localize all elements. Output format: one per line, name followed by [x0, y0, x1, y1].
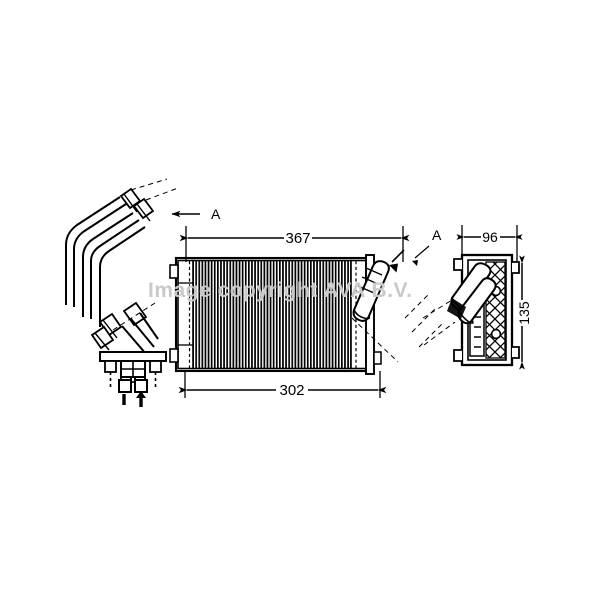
- pipe-diag-1a: [121, 325, 147, 355]
- corner-direction-arrow: [389, 249, 405, 273]
- left-tank-tab-top: [169, 264, 179, 279]
- front-view: [169, 254, 445, 375]
- side-view-section-a: [422, 253, 520, 367]
- pipe-upper-centerlines: [130, 178, 179, 201]
- side-ear-top-left: [453, 258, 462, 271]
- dimension-367: 367: [179, 226, 410, 262]
- dimension-302-label: 302: [279, 382, 304, 399]
- mounting-flange-plate: [99, 351, 167, 362]
- pipe-diag-1b: [130, 318, 155, 348]
- dimension-135: 135: [516, 255, 532, 370]
- dimension-96-label: 96: [482, 229, 498, 245]
- pipe-assembly-view: [65, 178, 179, 407]
- pipe-tube-3-outer: [99, 226, 146, 327]
- pipe-bottom-nipples: [118, 379, 148, 393]
- dimension-367-label: 367: [285, 230, 310, 247]
- projection-leader-lines: [351, 292, 445, 363]
- pipe-tube-1-outer: [65, 196, 121, 305]
- pipe-upper-collars: [119, 187, 155, 222]
- side-crosshatch-border: [485, 261, 506, 359]
- pipe-lower-collars: [90, 301, 148, 351]
- core-fin-pattern: [193, 260, 351, 369]
- side-pipe-end-shade: [447, 298, 466, 319]
- flow-arrow-in: [136, 391, 146, 407]
- side-ear-top-right: [512, 261, 520, 274]
- section-a-right-label: A: [432, 227, 442, 243]
- section-marker-right: A: [412, 227, 442, 266]
- side-ear-bottom-left: [453, 349, 462, 362]
- pipe-diag-2a: [139, 312, 159, 340]
- right-tank-tab-bottom: [373, 351, 382, 365]
- left-end-tank: [169, 259, 194, 370]
- dimension-302: 302: [178, 371, 387, 399]
- pipe-tube-2-inner: [90, 219, 140, 319]
- pipe-tube-1-inner: [73, 203, 127, 307]
- flow-direction-arrows: [122, 391, 146, 407]
- side-ear-bottom-right: [512, 346, 520, 359]
- side-leader-lines: [422, 299, 456, 346]
- outlet-pipe-stub: [352, 260, 390, 322]
- section-marker-left: A: [171, 206, 221, 222]
- side-port-lower: [490, 328, 502, 340]
- flange-legs: [104, 360, 162, 388]
- pipe-tube-2-outer: [82, 212, 134, 317]
- left-tank-tab-bottom: [169, 348, 179, 363]
- dimension-96: 96: [456, 225, 523, 262]
- dimension-135-label: 135: [516, 301, 532, 325]
- section-a-left-label: A: [211, 206, 221, 222]
